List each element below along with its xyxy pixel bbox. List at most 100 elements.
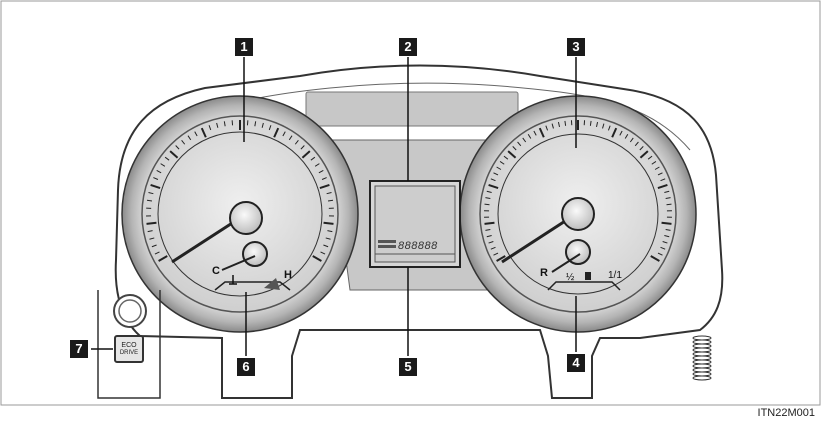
- figure-code: ITN22M001: [757, 407, 815, 419]
- minor-tick: [321, 177, 327, 180]
- minor-tick: [533, 130, 537, 136]
- major-tick: [150, 184, 161, 189]
- minor-tick: [665, 228, 671, 231]
- eco-drive-label-line1: ECO: [121, 341, 137, 349]
- minor-tick: [181, 140, 186, 145]
- grille-slot: [692, 375, 712, 381]
- minor-tick: [634, 141, 639, 147]
- minor-tick: [323, 244, 329, 248]
- minor-tick: [310, 156, 316, 161]
- minor-tick: [522, 137, 527, 143]
- minor-tick: [660, 178, 666, 182]
- minor-tick: [490, 178, 496, 182]
- left-housing-bracket: [97, 290, 161, 399]
- minor-tick: [493, 172, 499, 176]
- grille-slot: [692, 335, 712, 341]
- grille-slot: [692, 343, 712, 349]
- major-tick: [158, 255, 168, 262]
- minor-tick: [484, 203, 490, 206]
- fuel-full-label: 1/1: [608, 270, 622, 281]
- speedometer: C H: [121, 95, 359, 333]
- minor-tick: [551, 123, 554, 129]
- grille-slot: [692, 339, 712, 345]
- minor-tick: [300, 145, 305, 150]
- minor-tick: [288, 135, 293, 141]
- major-tick: [484, 221, 495, 225]
- major-tick: [650, 255, 660, 262]
- temperature-warning-zone: [264, 278, 280, 290]
- minor-tick: [654, 166, 660, 170]
- minor-tick: [639, 146, 644, 151]
- callout-6: 6: [237, 358, 255, 376]
- minor-tick: [194, 131, 198, 137]
- minor-tick: [320, 251, 326, 255]
- tachometer-ticks: [484, 120, 672, 262]
- eco-drive-button[interactable]: ECO DRIVE: [114, 335, 144, 363]
- grille-slot: [692, 347, 712, 353]
- minor-tick: [261, 122, 264, 128]
- grille-slot: [692, 367, 712, 373]
- minor-tick: [149, 237, 155, 240]
- minor-tick: [651, 161, 657, 165]
- odometer-readout: 888888: [398, 240, 438, 252]
- minor-tick: [151, 244, 157, 248]
- minor-tick: [624, 134, 629, 139]
- callout-7: 7: [70, 340, 88, 358]
- major-tick: [611, 127, 618, 138]
- minor-tick: [629, 137, 634, 143]
- major-tick: [319, 184, 330, 189]
- minor-tick: [147, 230, 153, 233]
- major-tick: [488, 184, 499, 189]
- minor-tick: [619, 130, 623, 136]
- minor-tick: [662, 241, 668, 244]
- minor-tick: [486, 235, 492, 238]
- callout-1: 1: [235, 38, 253, 56]
- minor-tick: [164, 156, 170, 161]
- minor-tick: [557, 121, 560, 128]
- minor-tick: [490, 246, 496, 250]
- speedometer-hub: [229, 201, 263, 235]
- major-tick: [657, 184, 668, 189]
- major-tick: [301, 150, 311, 159]
- tachometer-hub: [561, 197, 595, 231]
- minor-tick: [665, 197, 671, 200]
- minor-tick: [282, 131, 286, 137]
- minor-tick: [607, 125, 611, 131]
- major-tick: [312, 255, 322, 262]
- minor-tick: [326, 192, 332, 195]
- minor-tick: [148, 192, 154, 195]
- multi-information-display: 888888: [369, 180, 461, 268]
- minor-tick: [318, 170, 324, 174]
- minor-tick: [208, 125, 212, 131]
- temperature-icon: [229, 275, 237, 285]
- temperature-scale: [214, 281, 291, 291]
- minor-tick: [175, 145, 180, 150]
- leader-lines: [91, 57, 577, 356]
- minor-tick: [496, 166, 502, 170]
- callout-5: 5: [399, 358, 417, 376]
- minor-tick: [160, 163, 166, 167]
- fuel-empty-label: R: [540, 267, 548, 279]
- grille-slot: [692, 371, 712, 377]
- minor-tick: [647, 155, 653, 160]
- major-tick: [538, 127, 545, 138]
- minor-tick: [602, 123, 605, 129]
- minor-tick: [156, 170, 162, 174]
- major-tick: [496, 255, 506, 262]
- minor-tick: [499, 161, 505, 165]
- minor-tick: [314, 163, 320, 167]
- upper-display-panel: [305, 91, 519, 127]
- minor-tick: [254, 121, 257, 127]
- cluster-housing: [114, 64, 724, 399]
- callout-3: 3: [567, 38, 585, 56]
- minor-tick: [146, 199, 153, 202]
- minor-tick: [486, 190, 492, 193]
- major-tick: [661, 221, 672, 225]
- callout-4: 4: [567, 354, 585, 372]
- minor-tick: [327, 230, 333, 233]
- major-tick: [273, 127, 280, 138]
- trip-reset-knob: [118, 299, 142, 323]
- major-tick: [639, 150, 649, 159]
- major-tick: [507, 150, 517, 159]
